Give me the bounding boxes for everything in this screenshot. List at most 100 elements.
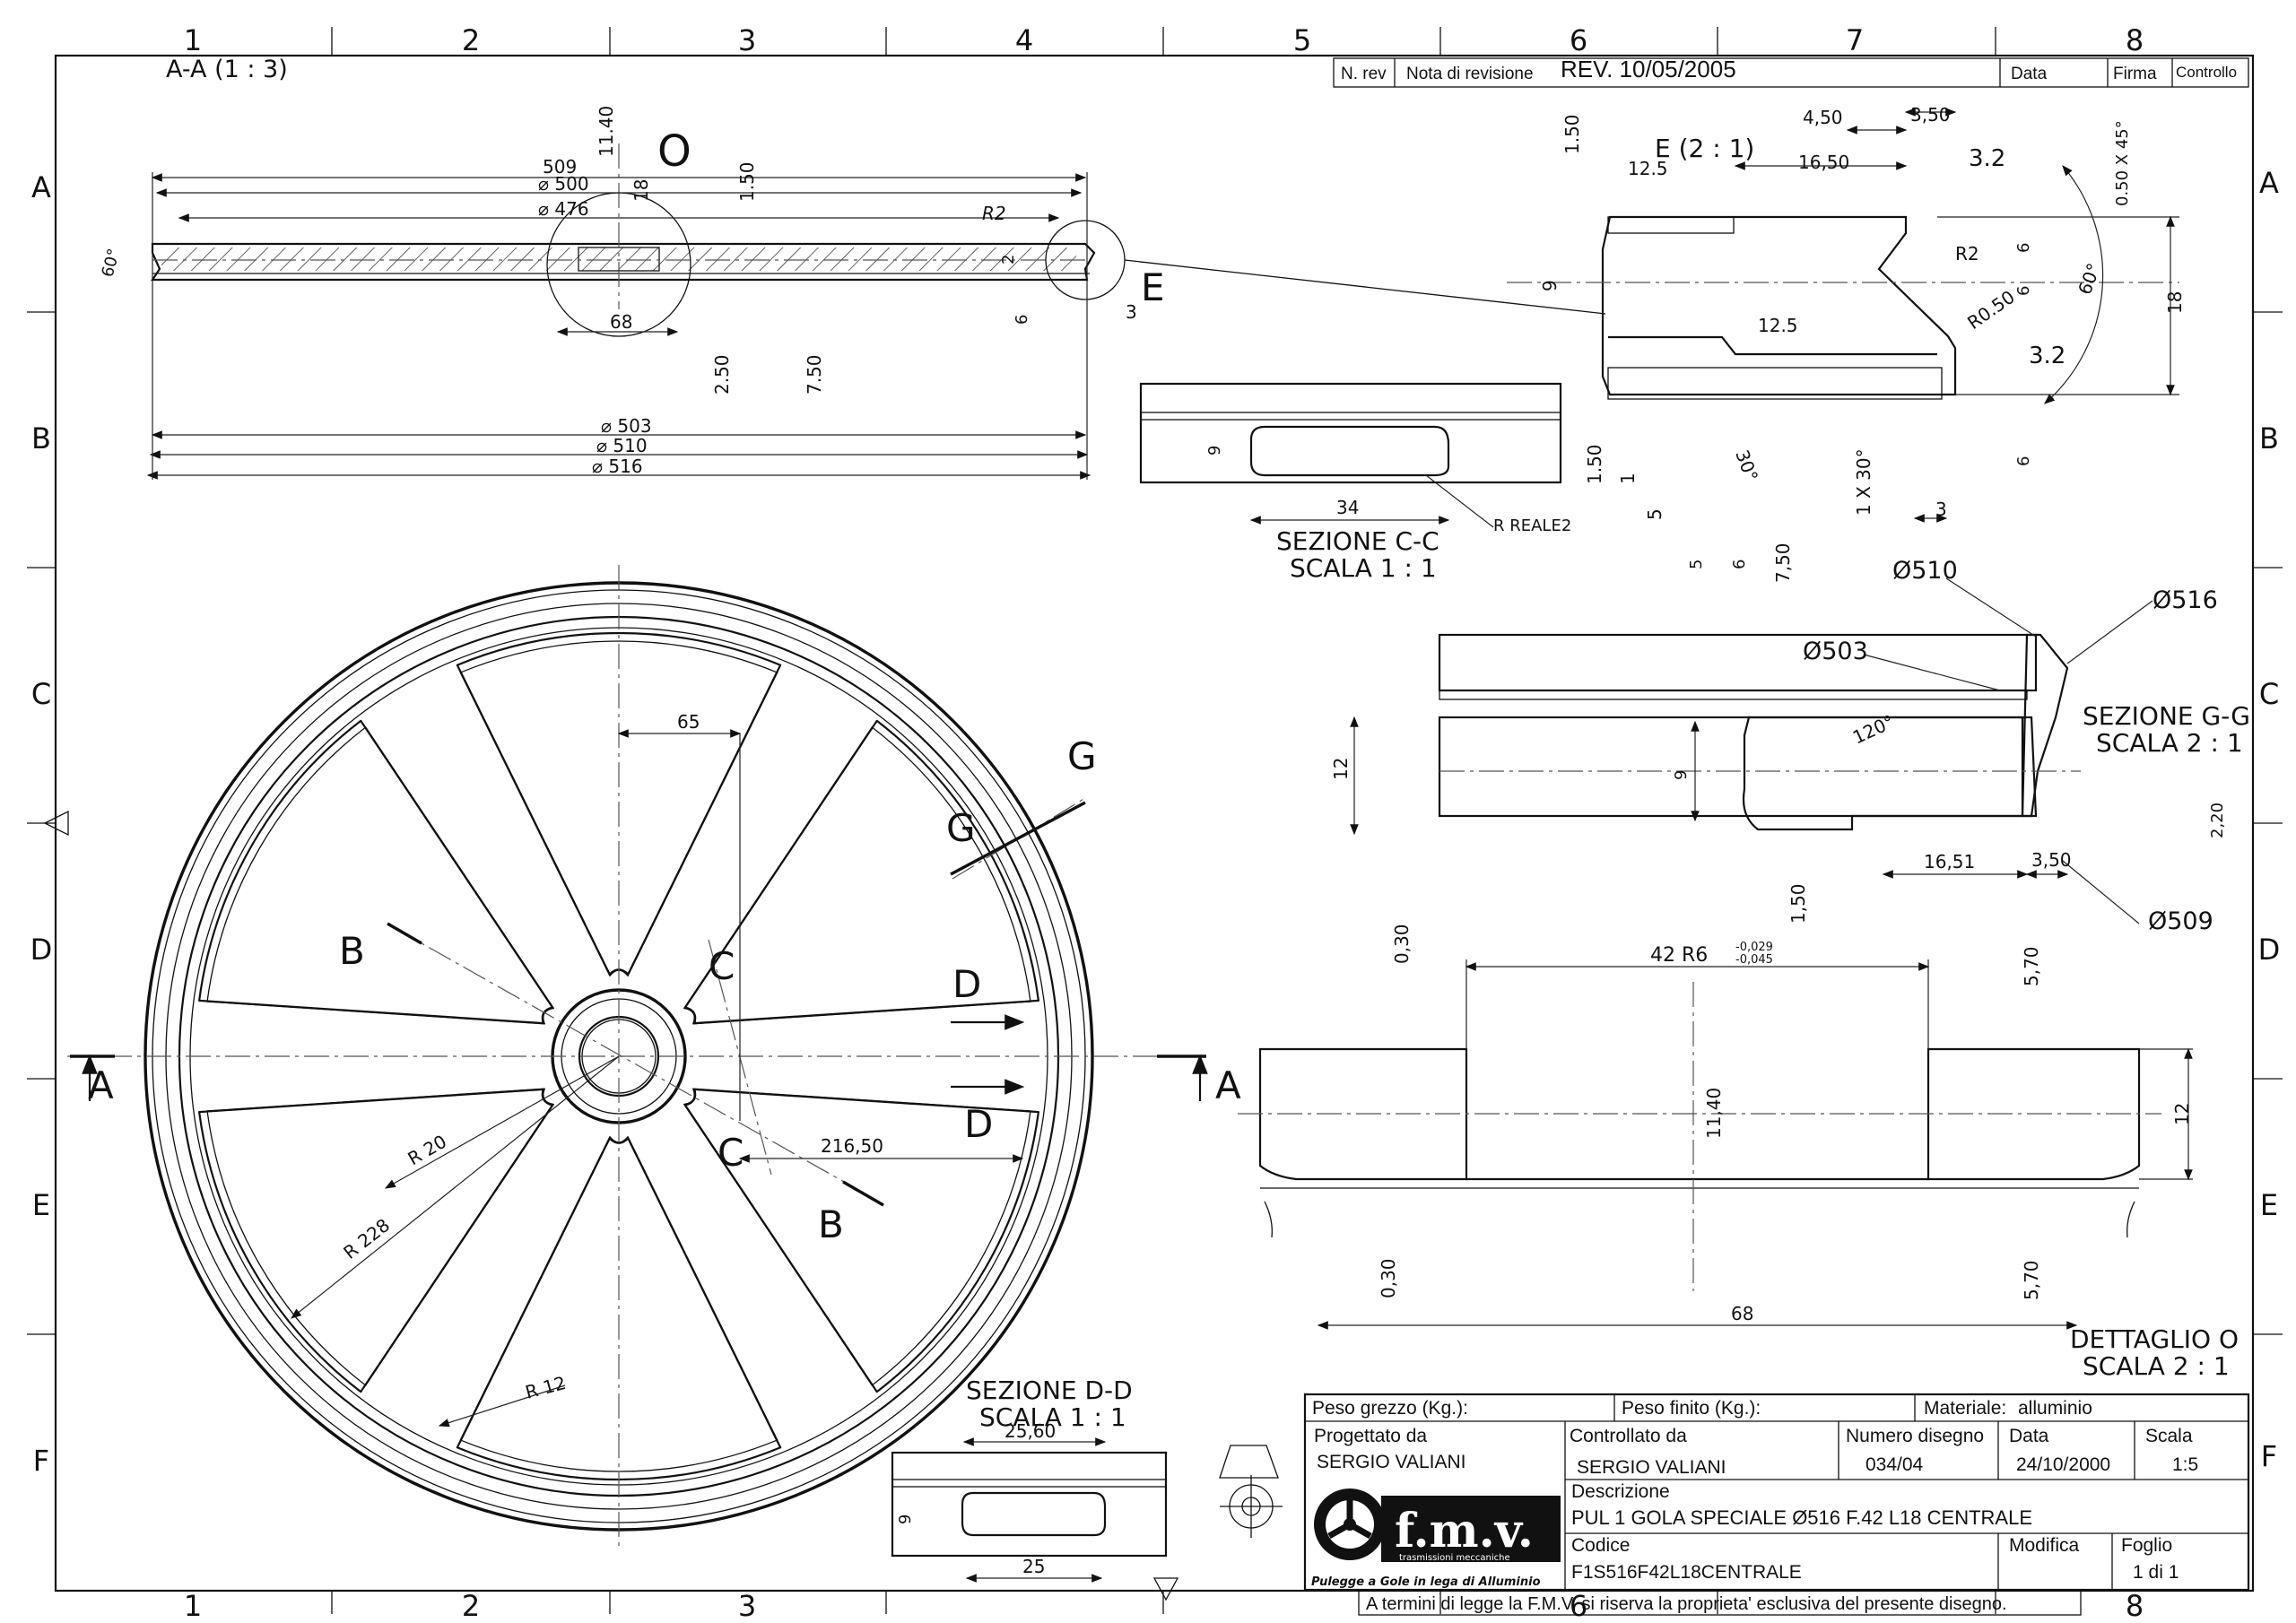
tb-numero-value: 034/04: [1866, 1454, 1924, 1475]
section-cc-view: 34 9 R REALE2 SEZIONE C-C SCALA 1 : 1: [1139, 382, 1571, 583]
tb-scala-value: 1:5: [2172, 1454, 2198, 1475]
detail-label-e: E: [1141, 265, 1165, 309]
tb-foglio-value: 1 di 1: [2133, 1562, 2179, 1583]
row-label-right-C: C: [2259, 677, 2279, 711]
tb-controllato-value: SERGIO VALIANI: [1577, 1457, 1726, 1478]
cut-label-g-bottom: G: [946, 806, 976, 850]
rev-signature-header: Firma: [2113, 65, 2157, 83]
dim-e-150: 1.50: [1561, 114, 1583, 154]
dim-250: 2.50: [711, 354, 733, 395]
cut-label-d-top: D: [952, 962, 981, 1006]
dim-e-1: 1: [1617, 473, 1639, 484]
logo-tagline: Pulegge a Gole in lega di Alluminio: [1311, 1575, 1541, 1589]
col-label-2: 2: [462, 23, 480, 57]
title-block: Peso grezzo (Kg.): Peso finito (Kg.): Ma…: [1303, 1393, 2250, 1616]
dim-e-1650: 16,50: [1798, 152, 1849, 173]
o-dim-tol-lo: -0,045: [1735, 953, 1773, 967]
cc-dim-9: 9: [1205, 446, 1224, 456]
spoke-opening: [683, 1088, 1039, 1393]
tb-codice-value: F1S516F42L18CENTRALE: [1571, 1562, 1802, 1583]
cut-label-b-top: B: [339, 929, 365, 973]
dim-e-chamfer: 0.50 X 45°: [2113, 120, 2132, 206]
spoke-opening: [206, 1088, 555, 1386]
cc-dim-radius: R REALE2: [1493, 516, 1571, 535]
gg-dim-1651: 16,51: [1924, 851, 1975, 872]
tb-copyright: A termini di legge la F.M.V. si riserva …: [1366, 1594, 2007, 1614]
col-label-8: 8: [2126, 23, 2144, 57]
dim-e-6a: 6: [2014, 243, 2033, 253]
row-label-right-B: B: [2259, 421, 2279, 456]
front-view: A A B B C C D D G G 65 216,50 R 20 R 228…: [67, 565, 1241, 1551]
spoke-opening: [206, 726, 555, 1025]
section-cc-title: SEZIONE C-C: [1276, 526, 1439, 556]
dim-3: 3: [1126, 301, 1137, 323]
tb-foglio-label: Foglio: [2121, 1535, 2172, 1556]
section-aa-title: A-A (1 : 3): [166, 56, 288, 83]
o-dim-030b: 0,30: [1378, 1258, 1399, 1298]
gg-dim-350: 3,50: [2031, 849, 2072, 871]
tb-progettato-label: Progettato da: [1314, 1426, 1427, 1446]
cut-label-g-top: G: [1067, 734, 1097, 778]
col-label-bottom-3: 3: [738, 1589, 756, 1623]
column-labels-top: 1 2 3 4 5 6 7 8: [184, 23, 2144, 57]
col-label-5: 5: [1293, 23, 1311, 57]
dim-dia-503: ⌀ 503: [601, 415, 652, 437]
rev-number-header: N. rev: [1341, 65, 1387, 83]
col-label-bottom-8: 8: [2126, 1589, 2144, 1623]
tb-codice-label: Codice: [1571, 1535, 1630, 1556]
section-aa-view: A-A (1 : 3) 509 ⌀ 500 ⌀ 476 ⌀ 503 ⌀ 510 …: [99, 56, 1606, 480]
o-dim-030a: 0,30: [1391, 924, 1413, 964]
dim-6: 6: [1013, 315, 1031, 325]
dim-e-450: 4,50: [1803, 107, 1843, 128]
cut-label-c-bottom: C: [718, 1131, 744, 1175]
col-label-3: 3: [738, 23, 756, 57]
col-label-bottom-1: 1: [184, 1589, 202, 1623]
row-label-B: B: [31, 421, 51, 456]
cut-label-a-right: A: [1215, 1063, 1241, 1107]
dd-dim-25: 25: [1022, 1556, 1045, 1577]
gg-dim-503: Ø503: [1803, 638, 1868, 665]
dim-e-r2: R2: [1955, 243, 1979, 265]
centering-mark-bottom-icon: [1152, 1577, 1179, 1601]
projection-symbol-icon: [1219, 1445, 1283, 1538]
dim-509: 509: [543, 156, 577, 178]
tb-controllato-label: Controllato da: [1570, 1426, 1687, 1446]
rev-date-header: Data: [2011, 65, 2048, 83]
gg-dim-150: 1,50: [1787, 883, 1809, 924]
row-label-right-F: F: [2261, 1439, 2277, 1473]
dd-dim-2560: 25,60: [1004, 1420, 1056, 1442]
gg-dim-750: 7,50: [1772, 542, 1794, 583]
tb-descrizione-value: PUL 1 GOLA SPECIALE Ø516 F.42 L18 CENTRA…: [1571, 1506, 2032, 1529]
detail-label-o: O: [657, 126, 691, 177]
dim-angle-60: 60°: [99, 247, 125, 279]
row-label-E: E: [32, 1188, 50, 1222]
section-gg-view: Ø510 Ø516 Ø503 Ø509 5 6 7,50 12 9 120° 1…: [1330, 542, 2250, 935]
o-dim-570b: 5,70: [2021, 1260, 2042, 1300]
section-dd-title: SEZIONE D-D: [966, 1376, 1133, 1405]
row-label-D: D: [30, 933, 53, 967]
tb-materiale-label: Materiale:: [1924, 1398, 2006, 1419]
row-label-A: A: [31, 170, 51, 204]
dim-dia-476: ⌀ 476: [538, 198, 589, 220]
section-gg-title: SEZIONE G-G: [2083, 701, 2250, 731]
dim-dia-510: ⌀ 510: [596, 435, 648, 456]
gg-dim-220: 2,20: [2208, 803, 2227, 838]
section-dd-view: 25,60 25 9 SEZIONE D-D SCALA 1 : 1: [891, 1376, 1168, 1583]
dim-e-1x30: 1 X 30°: [1853, 448, 1874, 516]
section-gg-scale: SCALA 2 : 1: [2096, 728, 2243, 758]
tb-progettato-value: SERGIO VALIANI: [1317, 1452, 1466, 1472]
front-dim-21650: 216,50: [821, 1135, 883, 1157]
gg-dim-516: Ø516: [2152, 586, 2218, 614]
rough-32-a: 3.2: [1969, 145, 2005, 172]
row-label-right-E: E: [2260, 1188, 2278, 1222]
dim-e-30deg: 30°: [1731, 447, 1762, 485]
row-labels: A B C D E F A B C D E F: [30, 166, 2281, 1478]
dim-e-150b: 1.50: [1584, 444, 1605, 484]
dim-18: 18: [631, 179, 652, 202]
dim-e-60deg: 60°: [2074, 260, 2105, 298]
front-dim-r20: R 20: [404, 1131, 451, 1170]
cut-label-c-top: C: [709, 944, 735, 988]
o-dim-570a: 5,70: [2021, 946, 2042, 986]
col-label-1: 1: [184, 23, 202, 57]
